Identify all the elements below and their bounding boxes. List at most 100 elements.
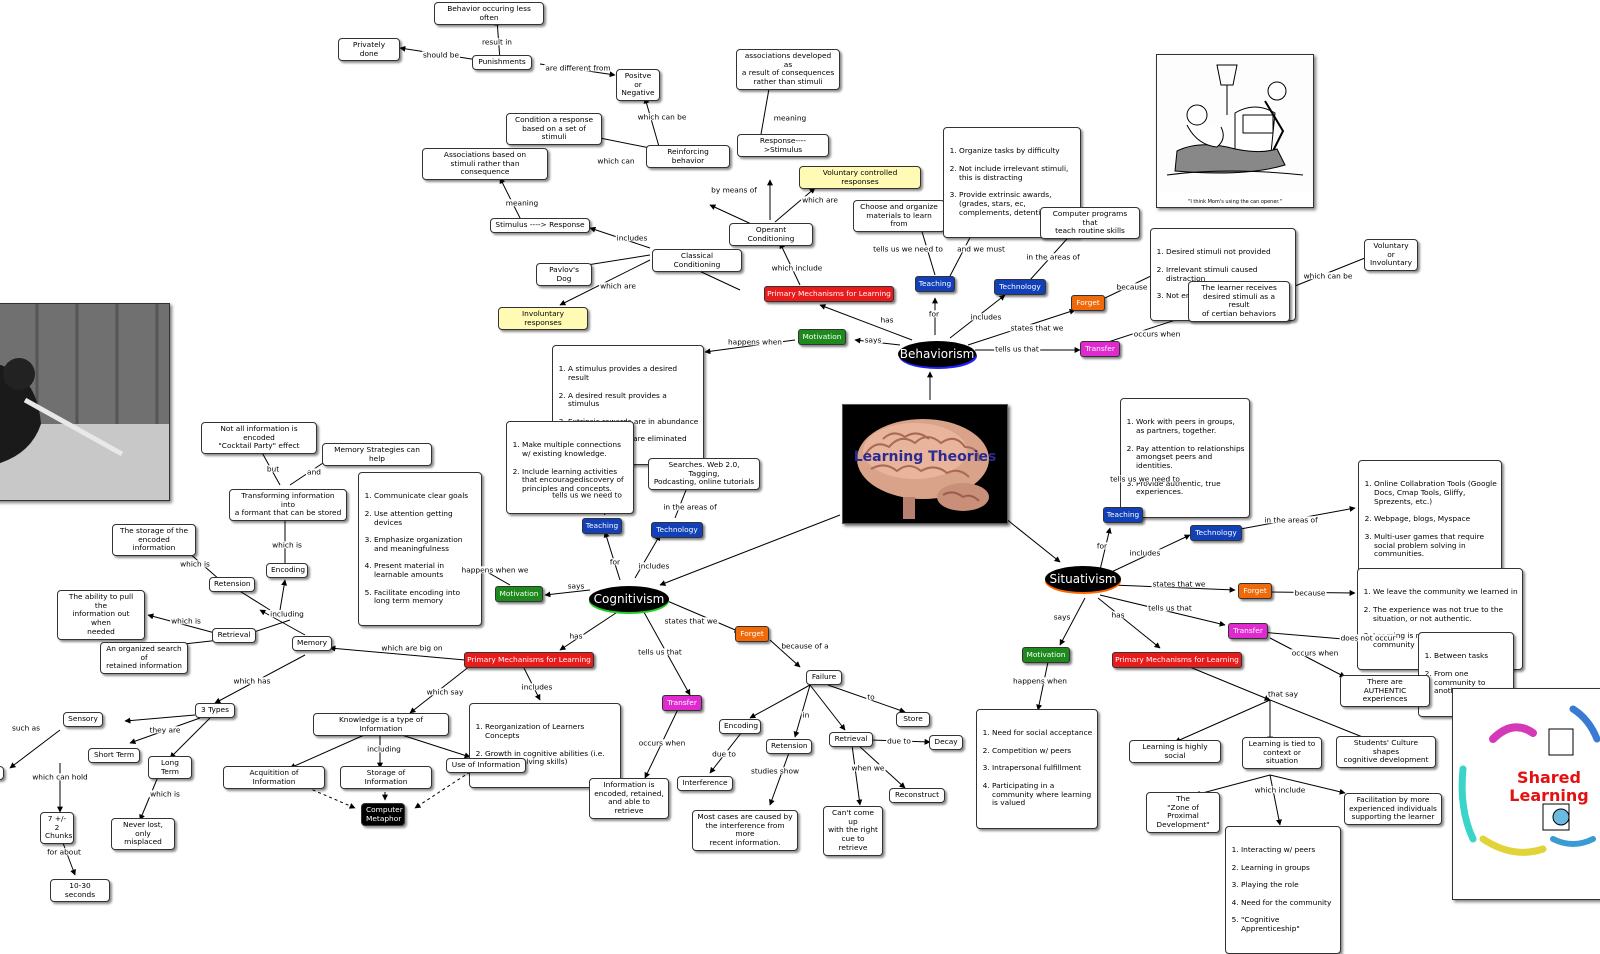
condition-response-node[interactable]: Condition a response based on a set of s… — [506, 113, 602, 146]
sit-primary-mechanisms-pill[interactable]: Primary Mechanisms for Learning — [1112, 652, 1242, 668]
memory-node[interactable]: Memory — [292, 636, 332, 651]
culture-shapes-node[interactable]: Students' Culture shapes cognitive devel… — [1336, 736, 1436, 769]
in-the-areas-of-label-beh: in the areas of — [1025, 252, 1081, 262]
beh-teaching-item: Organize tasks by difficulty — [959, 147, 1076, 156]
beh-teaching-pill[interactable]: Teaching — [915, 276, 955, 292]
stimulus-response-node[interactable]: Stimulus ----> Response — [490, 218, 590, 233]
seconds-node[interactable]: 10-30 seconds — [50, 879, 110, 903]
three-types-node[interactable]: 3 Types — [195, 703, 235, 718]
storage-info-node[interactable]: Storage of Information — [340, 766, 432, 790]
learner-receives-node[interactable]: The learner receives desired stimuli as … — [1188, 281, 1290, 322]
voluntary-responses-node[interactable]: Voluntary controlled responses — [799, 166, 921, 190]
sit-interacting-item: "Cognitive Apprenticeship" — [1241, 915, 1336, 933]
privately-done-node[interactable]: Privately done — [338, 38, 400, 62]
computer-metaphor-node[interactable]: Computer Metaphor — [361, 803, 405, 827]
happens-when-label-beh: happens when — [727, 337, 783, 347]
never-lost-node[interactable]: Never lost, only misplaced — [111, 818, 175, 851]
occurs-when-label-cog: occurs when — [637, 738, 687, 748]
cog-technology-pill[interactable]: Technology — [651, 522, 703, 538]
which-has-label: which has — [232, 676, 272, 686]
sit-technology-pill[interactable]: Technology — [1190, 525, 1242, 541]
behavior-less-often-node[interactable]: Behavior occuring less often — [434, 2, 544, 26]
learning-theories-center[interactable]: Learning Theories — [842, 404, 1008, 524]
voluntary-involuntary-node[interactable]: Voluntary or Involuntary — [1364, 239, 1418, 272]
sit-transfer-pill[interactable]: Transfer — [1228, 623, 1268, 639]
positive-negative-node[interactable]: Positve or Negative — [616, 69, 660, 102]
associations-consequences-node[interactable]: associations developed as a result of co… — [736, 49, 840, 90]
beh-transfer-pill[interactable]: Transfer — [1080, 341, 1120, 357]
ability-pull-node[interactable]: The ability to pull the information out … — [57, 590, 145, 640]
classical-conditioning-node[interactable]: Classical Conditioning — [652, 249, 742, 273]
sensory-node[interactable]: Sensory — [63, 712, 103, 727]
such-as-label: such as — [10, 723, 42, 733]
sit-interacting-item: Learning in groups — [1241, 863, 1336, 873]
punishments-node[interactable]: Punishments — [472, 55, 532, 70]
beh-motivation-pill[interactable]: Motivation — [798, 329, 846, 345]
memory-strategies-node[interactable]: Memory Strategies can help — [322, 443, 432, 467]
reinforcing-behavior-node[interactable]: Reinforcing behavior — [646, 145, 730, 169]
zone-proximal-node[interactable]: The "Zone of Proximal Development" — [1146, 792, 1220, 833]
cog-transfer-pill[interactable]: Transfer — [662, 695, 702, 711]
beh-technology-pill[interactable]: Technology — [994, 279, 1046, 295]
sit-forget-pill[interactable]: Forget — [1238, 583, 1272, 599]
chimp-photo-panel — [0, 303, 170, 501]
use-info-node[interactable]: Use of Information — [446, 758, 526, 773]
organized-search-node[interactable]: An organized search of retained informat… — [100, 642, 188, 675]
interference-node[interactable]: Interference — [677, 776, 733, 791]
situativism-hub[interactable]: Situativism — [1045, 566, 1121, 592]
cog-technology-node[interactable]: Searches. Web 2.0, Tagging, Podcasting, … — [648, 458, 760, 491]
cog-teaching-pill[interactable]: Teaching — [582, 518, 622, 534]
most-cases-node[interactable]: Most cases are caused by the interferenc… — [692, 810, 798, 851]
failure-retension-node[interactable]: Retension — [766, 739, 812, 754]
encoding-node[interactable]: Encoding — [266, 563, 308, 578]
due-to-label-decay: due to — [886, 736, 912, 746]
reconstruct-node[interactable]: Reconstruct — [889, 788, 945, 803]
does-not-occur-label: does not occur — [1339, 633, 1397, 643]
long-term-node[interactable]: Long Term — [148, 756, 192, 780]
beh-forget-pill[interactable]: Forget — [1071, 295, 1105, 311]
store-node[interactable]: Store — [896, 712, 930, 727]
short-term-node[interactable]: Short Term — [88, 748, 140, 763]
chunks-node[interactable]: 7 +/- 2 Chunks — [40, 812, 74, 845]
but-label: but — [265, 464, 281, 474]
cog-motivation-pill[interactable]: Motivation — [495, 586, 543, 602]
knowledge-info-node[interactable]: Knowledge is a type of Information — [313, 713, 449, 737]
operant-conditioning-node[interactable]: Operant Conditioning — [729, 223, 813, 247]
decay-node[interactable]: Decay — [929, 735, 963, 750]
associations-stimuli-node[interactable]: Associations based on stimuli rather tha… — [422, 148, 548, 181]
due-to-label-interference: due to — [711, 749, 737, 759]
which-can-be-label-beh: which can be — [1302, 271, 1354, 281]
info-encoded-node[interactable]: Information is encoded, retained, and ab… — [589, 778, 669, 819]
choose-organize-node[interactable]: Choose and organize materials to learn f… — [853, 200, 945, 233]
tied-context-node[interactable]: Learning is tied to context or situation — [1242, 737, 1322, 770]
includes-label-cog2: includes — [520, 682, 554, 692]
cog-primary-mechanisms-pill[interactable]: Primary Mechanisms for Learning — [464, 652, 594, 668]
sit-motivation-pill[interactable]: Motivation — [1022, 647, 1070, 663]
failure-retrieval-node[interactable]: Retrieval — [829, 732, 873, 747]
highly-social-node[interactable]: Learning is highly social — [1129, 740, 1221, 764]
not-all-encoded-node[interactable]: Not all information is encoded "Cocktail… — [201, 422, 317, 455]
cant-come-up-node[interactable]: Can't come up with the right cue to retr… — [823, 806, 883, 856]
retension-node[interactable]: Retension — [209, 577, 255, 592]
storage-encoded-node[interactable]: The storage of the encoded information — [112, 524, 196, 557]
computer-programs-node[interactable]: Computer programs that teach routine ski… — [1040, 207, 1140, 240]
facilitation-node[interactable]: Facilitation by more experienced individ… — [1344, 793, 1442, 826]
cog-forget-pill[interactable]: Forget — [735, 626, 769, 642]
involuntary-responses-node[interactable]: Involuntary responses — [498, 307, 588, 331]
transforming-info-node[interactable]: Transforming information into a formant … — [229, 489, 347, 522]
retrieval-node[interactable]: Retrieval — [212, 628, 256, 643]
behaviorism-hub[interactable]: Behaviorism — [898, 341, 976, 367]
pavlovs-dog-node[interactable]: Pavlov's Dog — [536, 263, 592, 287]
which-are-label-top: which are — [801, 195, 839, 205]
failure-node[interactable]: Failure — [806, 670, 842, 685]
cog-motivation-item: Communicate clear goals — [374, 492, 477, 501]
sit-teaching-pill[interactable]: Teaching — [1103, 507, 1143, 523]
authentic-experiences-node[interactable]: There are AUTHENTIC experiences — [1340, 675, 1430, 708]
acquisition-info-node[interactable]: Acquitition of Information — [223, 766, 325, 790]
states-that-we-label-cog: states that we — [663, 616, 719, 626]
includes-label-sit: includes — [1128, 548, 1162, 558]
cognitivism-hub[interactable]: Cognitivism — [589, 586, 669, 612]
response-stimulus-node[interactable]: Response---->Stimulus — [737, 134, 829, 158]
beh-primary-mechanisms-pill[interactable]: Primary Mechanisms for Learning — [764, 286, 894, 302]
failure-encoding-node[interactable]: Encoding — [719, 719, 761, 734]
